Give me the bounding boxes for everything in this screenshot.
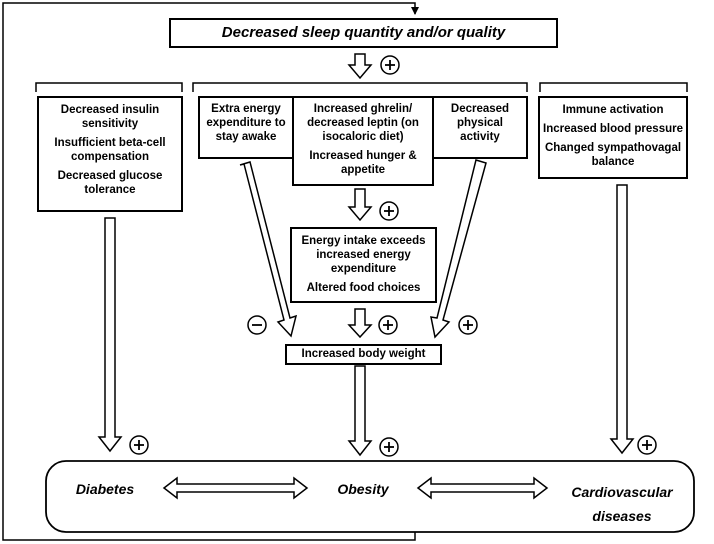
cardio-factors-item: Immune activation: [562, 104, 664, 116]
arrow-intake-down: [347, 308, 373, 339]
arrow-metabolic-down: [97, 217, 123, 453]
plus-sign-hormones: [379, 201, 399, 221]
plus-sign-diabetes: [129, 435, 149, 455]
outcome-diabetes: Diabetes: [75, 481, 135, 497]
energy-expenditure-text: Extra energy expenditure to stay awake: [206, 103, 286, 143]
arrow-expenditure-diagonal: [239, 161, 298, 338]
physical-activity-box: Decreased physical activity: [432, 96, 528, 159]
cardio-factors-item: Increased blood pressure: [543, 123, 683, 135]
hormones-item: Increased ghrelin/ decreased leptin (on …: [307, 103, 419, 143]
cardio-factors-item: Changed sympathovagal balance: [544, 142, 682, 168]
body-weight-text: Increased body weight: [301, 348, 426, 360]
outcome-cardiovascular: Cardiovascular diseases: [571, 484, 673, 524]
hormones-box: Increased ghrelin/ decreased leptin (on …: [292, 96, 434, 186]
metabolic-item: Decreased glucose tolerance: [57, 170, 163, 196]
outcome-obesity: Obesity: [337, 481, 389, 497]
metabolic-item: Decreased insulin sensitivity: [60, 104, 160, 130]
plus-sign-intake: [378, 315, 398, 335]
bracket-right: [539, 82, 688, 92]
metabolic-item: Insufficient beta-cell compensation: [54, 137, 166, 163]
bracket-left: [35, 82, 183, 92]
plus-sign-cardio: [637, 435, 657, 455]
hormones-item: Increased hunger & appetite: [309, 150, 417, 176]
cardio-factors-box: Immune activation Increased blood pressu…: [538, 96, 688, 179]
arrow-weight-down: [347, 365, 373, 457]
minus-sign-expenditure: [247, 315, 267, 335]
plus-sign-activity: [458, 315, 478, 335]
energy-intake-box: Energy intake exceeds increased energy e…: [290, 227, 437, 303]
energy-intake-item: Altered food choices: [306, 282, 421, 294]
plus-sign-obesity: [379, 437, 399, 457]
double-arrow-left: [162, 476, 309, 500]
sleep-title: Decreased sleep quantity and/or quality: [221, 24, 506, 41]
arrow-hormones-down: [347, 188, 373, 222]
arrow-activity-diagonal: [430, 159, 487, 339]
outcome-box: [45, 460, 695, 533]
arrow-cardio-down: [609, 184, 635, 455]
arrow-title-down: [347, 53, 373, 80]
physical-activity-text: Decreased physical activity: [450, 103, 510, 143]
body-weight-box: Increased body weight: [285, 344, 442, 365]
metabolic-box: Decreased insulin sensitivity Insufficie…: [37, 96, 183, 212]
feedback-loop-line: [2, 2, 419, 541]
double-arrow-right: [416, 476, 549, 500]
sleep-title-box: Decreased sleep quantity and/or quality: [169, 18, 558, 48]
bracket-center: [192, 82, 528, 92]
energy-intake-item: Energy intake exceeds increased energy e…: [301, 235, 426, 275]
plus-sign-title: [380, 55, 400, 75]
energy-expenditure-box: Extra energy expenditure to stay awake: [198, 96, 294, 159]
